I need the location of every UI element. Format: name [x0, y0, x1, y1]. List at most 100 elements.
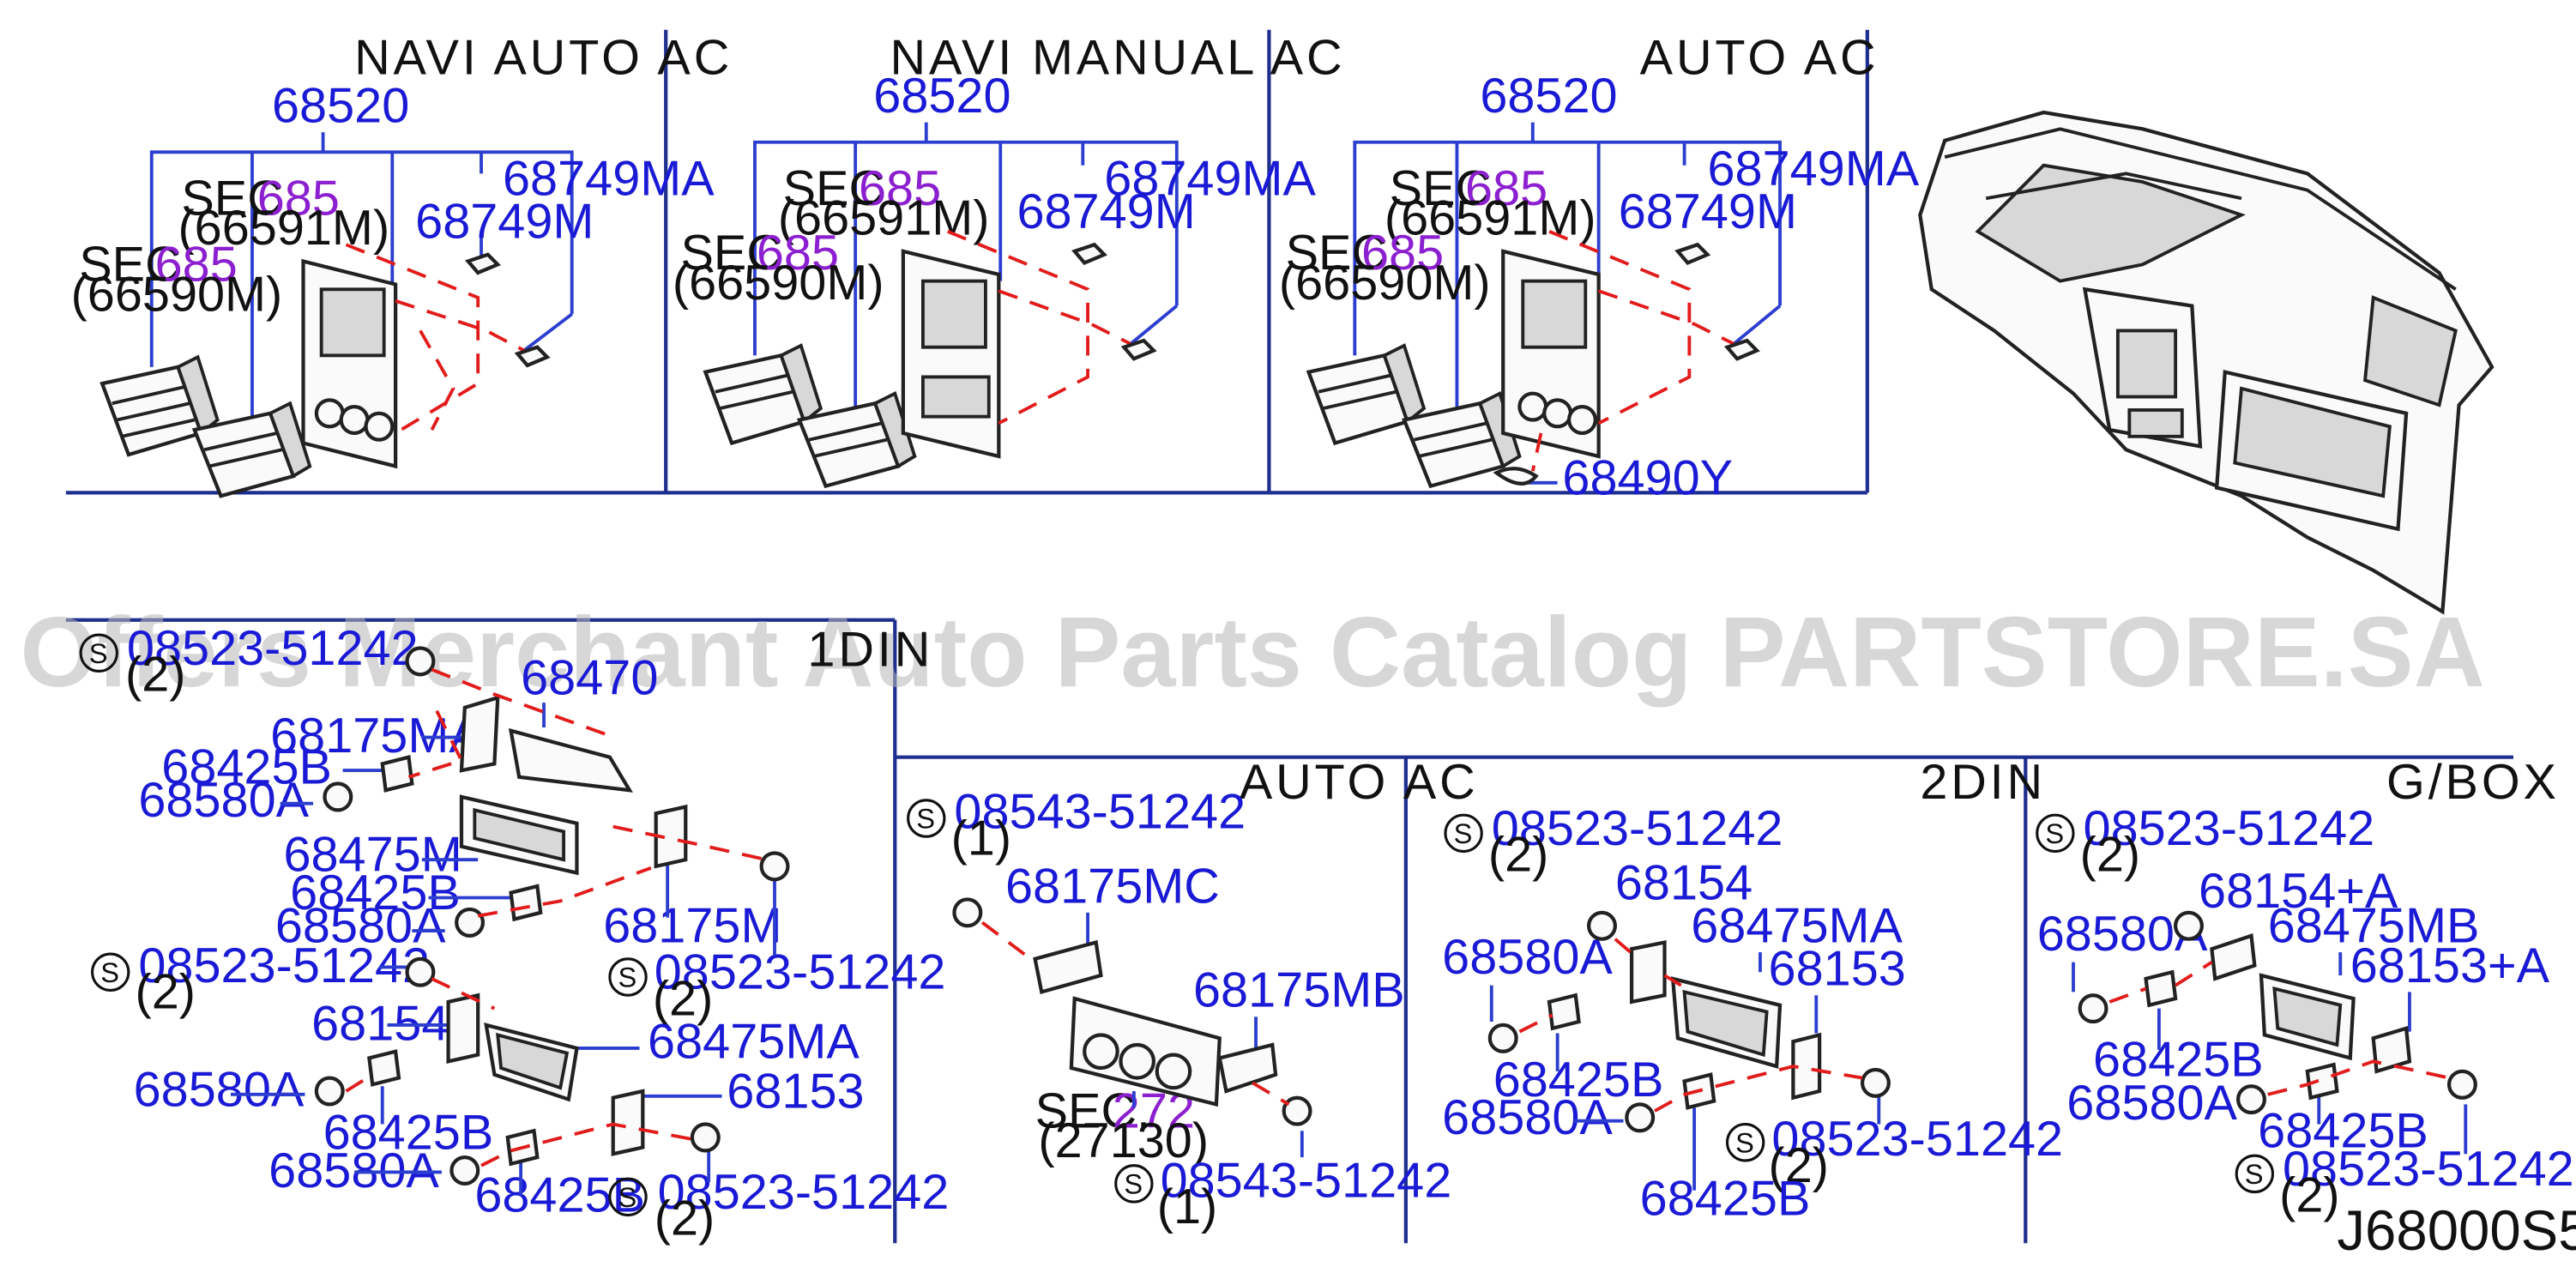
side-vent-left	[1306, 343, 1427, 446]
part-label-68580a: 68580A	[1442, 930, 1613, 985]
sec-number: 685	[155, 238, 238, 293]
sec-label: SEC.	[1286, 226, 1402, 281]
part-label-68425b: 68425B	[1493, 1053, 1664, 1107]
part-label-68520: 68520	[272, 79, 409, 134]
bottom-panel-gbox: G/BOX S 08523-51242 (2) 68154+A 68580A 6…	[2036, 755, 2574, 1223]
top-panel-navi-auto-ac: NAVI AUTO AC 68520 SEC. 685 (66591M) SEC…	[71, 31, 733, 498]
screw-marker: S	[89, 637, 108, 669]
screw-marker: S	[618, 1181, 636, 1213]
bottom-panel-1din: 1DIN S 08523-51242 (2) 68470 68175MA 684…	[79, 621, 950, 1246]
screw-part-number: 08523-51242	[2283, 1142, 2574, 1197]
sec-code: (66590M)	[1279, 256, 1491, 311]
screw-marker: S	[1454, 817, 1473, 849]
screw-marker: S	[1735, 1126, 1754, 1158]
sec-code: (66590M)	[673, 256, 884, 311]
screw-marker: S	[100, 956, 119, 988]
part-label-68425b: 68425B	[290, 866, 461, 920]
quantity: (2)	[136, 965, 196, 1020]
part-label-68153a: 68153+A	[2350, 938, 2550, 993]
sec-label: SEC.	[1035, 1083, 1151, 1138]
part-label-68425b: 68425B	[2093, 1033, 2264, 1088]
quantity: (1)	[1157, 1179, 1217, 1234]
sec-code: (66590M)	[71, 267, 283, 322]
part-label-68520: 68520	[873, 69, 1010, 124]
panel-header: G/BOX	[2386, 755, 2560, 810]
quantity: (2)	[2080, 828, 2140, 883]
part-label-68425b: 68425B	[474, 1168, 645, 1223]
screw-part-number: 08523-51242	[655, 944, 946, 999]
panel-header: 2DIN	[1920, 755, 2046, 810]
screw-marker: S	[618, 962, 636, 993]
panel-header: AUTO AC	[1640, 31, 1879, 86]
part-label-68154a: 68154+A	[2199, 864, 2398, 919]
panel-header: 1DIN	[807, 623, 933, 678]
part-label-68154: 68154	[1615, 855, 1753, 910]
screw-marker: S	[2045, 817, 2064, 849]
part-label-68749ma: 68749MA	[503, 151, 715, 206]
sec-code: (27130)	[1038, 1113, 1209, 1168]
screw-part-number: 08523-51242	[1771, 1112, 2063, 1167]
sec-number: 685	[859, 161, 941, 216]
part-label-68475ma: 68475MA	[1691, 898, 1903, 953]
part-label-68749ma: 68749MA	[1707, 142, 1919, 196]
part-label-68425b: 68425B	[1640, 1171, 1811, 1226]
screw-part-number: 08523-51242	[2084, 801, 2375, 856]
quantity: (2)	[125, 648, 185, 703]
part-label-68749ma: 68749MA	[1104, 151, 1316, 206]
part-label-68475mb: 68475MB	[2268, 898, 2480, 953]
screw-part-number: 08543-51242	[1161, 1153, 1452, 1208]
part-label-68520: 68520	[1480, 69, 1617, 124]
panel-frames	[65, 29, 2513, 1244]
sec-number: 685	[757, 226, 839, 281]
screw-marker: S	[916, 803, 935, 835]
sec-code: (66591M)	[778, 191, 990, 246]
center-cluster-panel	[901, 249, 1001, 459]
part-label-68580a: 68580A	[134, 1062, 305, 1117]
sec-label: SEC.	[79, 238, 195, 293]
sec-label: SEC.	[181, 171, 297, 226]
part-label-68580a: 68580A	[1442, 1090, 1613, 1145]
part-label-68749m: 68749M	[1619, 184, 1797, 239]
quantity: (1)	[951, 811, 1011, 866]
screw-part-number: 08543-51242	[954, 784, 1246, 839]
quantity: (2)	[655, 1192, 715, 1246]
part-label-68470: 68470	[521, 650, 658, 705]
panel-header: NAVI MANUAL AC	[890, 31, 1346, 86]
screw-part-number: 08523-51242	[658, 1165, 950, 1220]
side-vent-right	[191, 401, 312, 498]
part-label-68580a: 68580A	[275, 898, 446, 953]
screw-marker: S	[2245, 1158, 2264, 1190]
sec-number: 685	[1465, 161, 1547, 216]
part-label-68175mb: 68175MB	[1193, 963, 1405, 1018]
part-label-68475m: 68475M	[283, 828, 462, 883]
panel-header: NAVI AUTO AC	[354, 31, 733, 86]
panel-header: AUTO AC	[1240, 755, 1479, 810]
side-vent-right	[1402, 390, 1522, 489]
bottom-panel-auto-ac: AUTO AC S 08543-51242 (1) 68175MC 68175M…	[907, 755, 1479, 1234]
bottom-panel-2din: 2DIN S 08523-51242 (2) 68154 68475MA 685…	[1442, 755, 2063, 1227]
quantity: (2)	[1488, 828, 1548, 883]
sec-label: SEC.	[1390, 161, 1505, 216]
sec-number: 685	[1361, 226, 1444, 281]
quantity: (2)	[2279, 1168, 2339, 1223]
quantity: (2)	[653, 971, 713, 1026]
screw-marker: S	[1124, 1167, 1143, 1199]
top-panel-auto-ac: AUTO AC 68520 SEC. 685 (66591M) SEC. 685…	[1279, 31, 1920, 506]
part-label-68749m: 68749M	[415, 194, 594, 249]
part-label-68425b: 68425B	[2258, 1103, 2428, 1158]
sec-number: 685	[257, 171, 340, 226]
part-label-68153: 68153	[1769, 942, 1906, 997]
part-label-68175m: 68175M	[603, 898, 781, 953]
part-label-68153: 68153	[727, 1064, 864, 1119]
quantity: (2)	[1769, 1138, 1829, 1193]
screw-part-number: 08523-51242	[1492, 801, 1783, 856]
sec-label: SEC.	[783, 161, 899, 216]
dashboard-illustration	[1918, 110, 2495, 615]
part-label-68580a: 68580A	[2066, 1076, 2237, 1131]
side-vent-right	[796, 390, 917, 489]
side-vent-left	[100, 354, 220, 457]
top-panel-navi-manual-ac: NAVI MANUAL AC 68520 SEC. 685 (66591M) S…	[673, 31, 1346, 489]
part-label-68425b: 68425B	[161, 739, 332, 794]
center-cluster-panel	[1501, 249, 1601, 459]
part-label-68490y: 68490Y	[1562, 450, 1733, 505]
